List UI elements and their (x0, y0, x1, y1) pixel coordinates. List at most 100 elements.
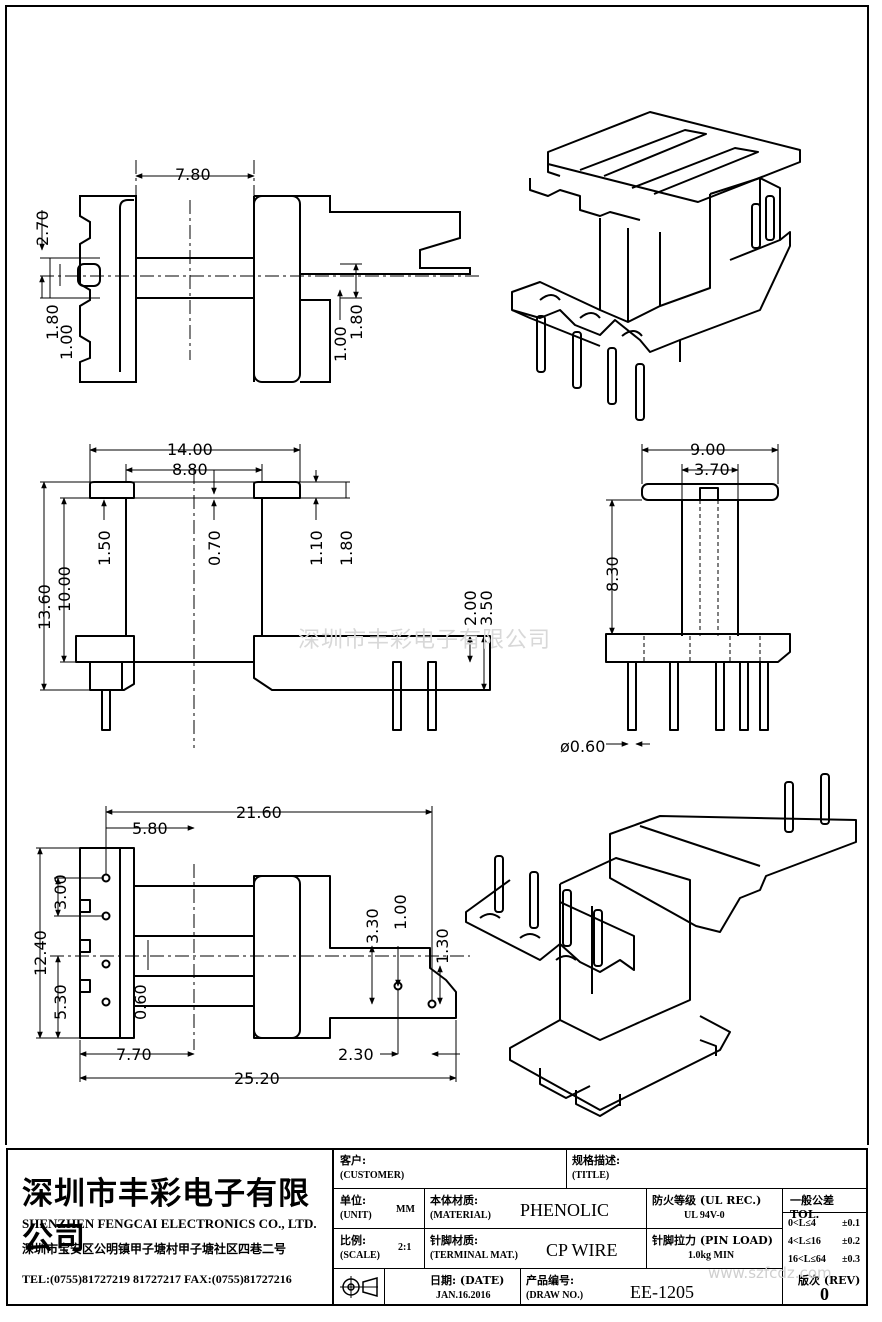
dim-label: 5.80 (132, 819, 168, 838)
front-view (75, 481, 491, 731)
unit-value: MM (396, 1204, 415, 1215)
unit-label-en: (UNIT) (340, 1210, 372, 1221)
draw-no-label-en: (DRAW NO.) (526, 1290, 584, 1301)
scale-value: 2:1 (398, 1242, 412, 1253)
company-address: 深圳市宝安区公明镇甲子塘村甲子塘社区四巷二号 (22, 1242, 287, 1256)
dim-label: 9.00 (690, 440, 726, 459)
dim-label: 1.00 (57, 324, 76, 360)
top-view-dimensions (39, 173, 362, 320)
company-tel-fax: TEL:(0755)81727219 81727217 FAX:(0755)81… (22, 1272, 292, 1286)
dim-label: 10.00 (55, 566, 74, 612)
unit-label-cn: 单位: (340, 1194, 367, 1207)
tolerance-value: ±0.2 (842, 1236, 860, 1247)
company-name-cn: 深圳市丰彩电子有限公司 (22, 1176, 310, 1257)
side-view (605, 483, 791, 731)
dim-label: 2.70 (33, 210, 52, 246)
bottom-view-dimensions (36, 806, 460, 1082)
dim-label: 7.70 (116, 1045, 152, 1064)
title-label-en: (TITLE) (572, 1170, 610, 1181)
grid-line (334, 1268, 782, 1269)
company-info: 深圳市丰彩电子有限公司 SHENZHEN FENGCAI ELECTRONICS… (8, 1150, 334, 1306)
draw-no-value: EE-1205 (630, 1282, 694, 1302)
tolerance-range: 16<L≤64 (788, 1254, 826, 1265)
draw-no-label-cn: 产品编号: (526, 1274, 575, 1287)
front-view-dim-labels: 14.00 8.80 1.50 0.70 1.10 1.80 13.60 10.… (35, 440, 496, 630)
side-view-dimensions (606, 444, 779, 747)
dim-label: 25.20 (234, 1069, 280, 1088)
dim-label: 1.80 (337, 530, 356, 566)
side-view-hidden (643, 500, 761, 662)
dim-label: 1.50 (95, 530, 114, 566)
technical-drawing: 7.80 2.70 1.80 1.00 1.00 1.80 (5, 5, 869, 1145)
dim-label: 1.10 (307, 530, 326, 566)
bottom-view-dim-labels: 21.60 5.80 3.00 12.40 5.30 0.60 3.30 1.0… (31, 803, 452, 1088)
dim-label: 8.80 (172, 460, 208, 479)
tolerance-value: ±0.1 (842, 1218, 860, 1229)
grid-line (424, 1188, 425, 1268)
company-name-en: SHENZHEN FENGCAI ELECTRONICS CO., LTD. (22, 1216, 317, 1231)
scale-label-en: (SCALE) (340, 1250, 381, 1261)
dim-label: 0.70 (205, 530, 224, 566)
dim-label: 3.00 (51, 874, 70, 910)
grid-line (782, 1212, 866, 1213)
revision-value: 0 (820, 1284, 829, 1304)
terminal-label-cn: 针脚材质: (430, 1234, 479, 1247)
dim-label: 1.00 (391, 894, 410, 930)
material-label-cn: 本体材质: (430, 1194, 479, 1207)
revision-label: 版次 (REV) (798, 1274, 861, 1287)
bottom-view-centerlines (50, 864, 470, 1050)
dim-label: 2.00 (461, 590, 480, 626)
dim-label: 3.30 (363, 908, 382, 944)
flame-rating-value: UL 94V-0 (684, 1210, 725, 1221)
dim-label: 3.70 (694, 460, 730, 479)
grid-line (782, 1188, 783, 1306)
watermark-text: 深圳市丰彩电子有限公司 (298, 628, 552, 653)
title-block: 深圳市丰彩电子有限公司 SHENZHEN FENGCAI ELECTRONICS… (6, 1148, 868, 1306)
grid-line (520, 1268, 521, 1306)
dim-label: 14.00 (167, 440, 213, 459)
isometric-view-bottom-pins (494, 773, 830, 967)
tolerance-title: 一般公差 TOL. (790, 1194, 834, 1221)
front-view-dimensions (40, 444, 487, 691)
grid-line (566, 1150, 567, 1188)
isometric-view-bottom (465, 815, 857, 1117)
dim-label: 1.80 (347, 304, 366, 340)
side-view-dim-labels: 9.00 3.70 8.30 ø0.60 (560, 440, 730, 756)
pin-load-label: 针脚拉力 (PIN LOAD) (652, 1234, 773, 1247)
dim-label: 5.30 (51, 984, 70, 1020)
isometric-view-top (511, 111, 801, 362)
title-label-cn: 规格描述: (572, 1154, 621, 1167)
material-label-en: (MATERIAL) (430, 1210, 491, 1221)
customer-label-en: (CUSTOMER) (340, 1170, 405, 1181)
tolerance-value: ±0.3 (842, 1254, 860, 1265)
dim-label: 13.60 (35, 584, 54, 630)
material-value: PHENOLIC (520, 1200, 609, 1220)
grid-line (334, 1188, 866, 1189)
top-view-dim-labels: 7.80 2.70 1.80 1.00 1.00 1.80 (33, 165, 366, 362)
dim-label: 2.30 (338, 1045, 374, 1064)
top-view-centerlines (40, 160, 480, 360)
scale-label-cn: 比例: (340, 1234, 367, 1247)
dim-label: 0.60 (131, 984, 150, 1020)
flame-rating-label: 防火等级 (UL REC.) (652, 1194, 762, 1207)
dim-label: 1.80 (43, 304, 62, 340)
dim-label: ø0.60 (560, 737, 605, 756)
tolerance-range: 0<L≤4 (788, 1218, 816, 1229)
dim-label: 12.40 (31, 930, 50, 976)
dim-label: 3.50 (477, 590, 496, 626)
watermark-url: www.szfcdz.com (708, 1264, 832, 1282)
grid-line (646, 1188, 647, 1268)
dim-label: 1.00 (331, 326, 350, 362)
top-view (77, 195, 471, 383)
drawing-frame (5, 5, 869, 1145)
grid-line (334, 1228, 782, 1229)
terminal-label-en: (TERMINAL MAT.) (430, 1250, 518, 1261)
isometric-view-top-pins (536, 195, 775, 421)
dim-label: 8.30 (603, 556, 622, 592)
dim-label: 21.60 (236, 803, 282, 822)
date-value: JAN.16.2016 (436, 1290, 491, 1301)
terminal-value: CP WIRE (546, 1240, 618, 1260)
dim-label: 1.30 (433, 928, 452, 964)
dim-label: 7.80 (175, 165, 211, 184)
grid-line (384, 1268, 385, 1306)
